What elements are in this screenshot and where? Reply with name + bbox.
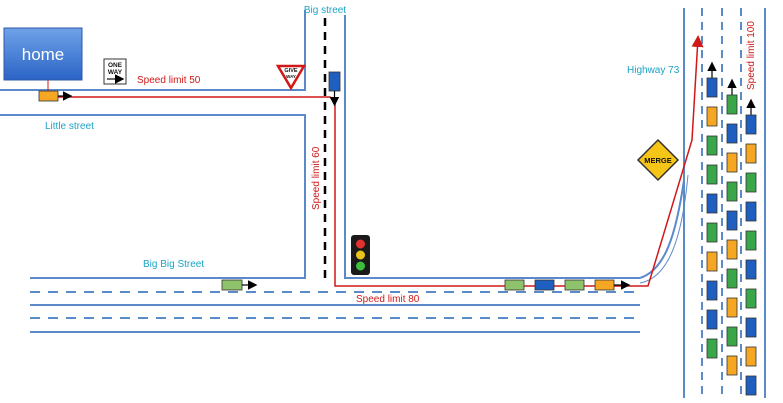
highway-car [726, 355, 738, 376]
car-big-big-street-west [221, 279, 258, 291]
roads [0, 8, 766, 398]
highway-car [706, 77, 718, 98]
highway-car [726, 297, 738, 318]
highway-car [706, 106, 718, 127]
highway-car [706, 164, 718, 185]
label-highway: Highway 73 [627, 65, 680, 76]
queue-car [564, 279, 585, 291]
car-big-street [328, 71, 341, 107]
svg-text:WAY: WAY [108, 69, 123, 76]
traffic-light [351, 235, 370, 275]
home-box: home [3, 27, 83, 95]
merge-sign: MERGE [636, 138, 680, 182]
highway-car [706, 193, 718, 214]
home-label: home [22, 45, 65, 64]
highway-car [745, 114, 757, 135]
highway-car [706, 135, 718, 156]
highway-car [745, 201, 757, 222]
merge-ramp [639, 179, 685, 279]
highway-car [745, 143, 757, 164]
car-queue [504, 279, 631, 291]
highway-car [726, 239, 738, 260]
svg-text:WAY: WAY [286, 74, 296, 79]
highway-car [745, 288, 757, 309]
highway-car [745, 259, 757, 280]
highway-car [745, 346, 757, 367]
highway-car [726, 94, 738, 115]
svg-text:GIVE: GIVE [284, 68, 297, 74]
highway-car [706, 309, 718, 330]
highway-car [726, 123, 738, 144]
speed-limit-big-big-street: Speed limit 80 [356, 294, 420, 305]
svg-text:ONE: ONE [108, 62, 123, 69]
label-big-street: Big street [304, 5, 346, 16]
speed-limit-little-street: Speed limit 50 [137, 75, 201, 86]
big-street-east-edge [344, 15, 640, 279]
highway-car [745, 230, 757, 251]
highway-car [706, 338, 718, 359]
highway-car [745, 375, 757, 396]
speed-limit-highway: Speed limit 100 [746, 21, 757, 90]
queue-car [534, 279, 555, 291]
highway-cars [706, 61, 757, 396]
highway-car [706, 251, 718, 272]
svg-text:MERGE: MERGE [644, 156, 672, 165]
speed-limit-big-street: Speed limit 60 [311, 146, 322, 210]
highway-car [726, 152, 738, 173]
highway-car [706, 280, 718, 301]
one-way-sign: ONE WAY [103, 58, 127, 85]
label-big-big-street: Big Big Street [143, 259, 204, 270]
merge-ramp-inner [639, 174, 689, 284]
highway-car [706, 222, 718, 243]
highway-car [726, 210, 738, 231]
queue-car [504, 279, 525, 291]
little-street-top-edge [0, 10, 306, 91]
highway-car [726, 326, 738, 347]
lane-markings [30, 8, 742, 398]
highway-car [745, 317, 757, 338]
highway-car [726, 268, 738, 289]
little-street-bottom-edge [0, 114, 306, 279]
queue-car [594, 279, 615, 291]
highway-car [726, 181, 738, 202]
give-way-sign: GIVE WAY [275, 64, 307, 91]
car-home [38, 90, 73, 102]
highway-car [745, 172, 757, 193]
label-little-street: Little street [45, 121, 94, 132]
